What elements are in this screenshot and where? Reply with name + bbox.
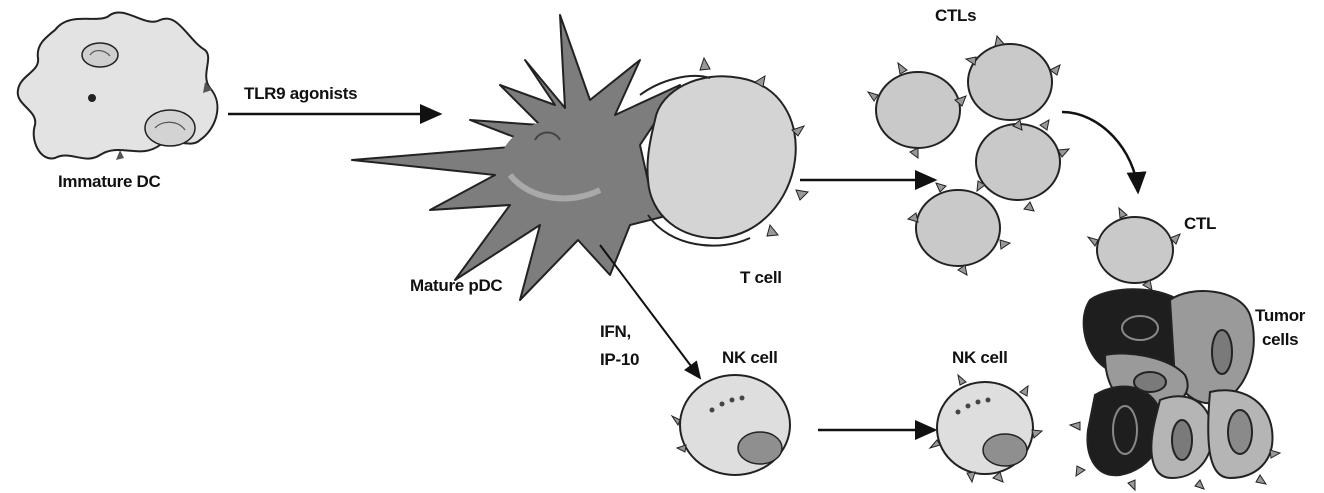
ip10-label: IP-10 [600,350,639,370]
cells-label: cells [1262,330,1298,350]
tumor-cells-cluster [1070,289,1280,490]
nk-cell-left [672,375,790,475]
nk-cell-right [930,375,1042,482]
ctls-to-ctl-arrow [1062,112,1138,192]
ctls-label: CTLs [935,6,976,26]
tumor-label: Tumor [1255,306,1305,326]
immature-dc-cell [18,12,218,160]
ctl-label: CTL [1184,214,1216,234]
ifn-label: IFN, [600,322,631,342]
immature-dc-label: Immature DC [58,172,161,192]
tlr-agonists-label: TLR9 agonists [244,84,357,104]
t-cell [640,58,808,246]
mature-pdc-cell [352,15,690,300]
mature-pdc-label: Mature pDC [410,276,502,296]
nk-cell-right-label: NK cell [952,348,1008,368]
ctls-cluster [868,36,1069,275]
t-cell-label: T cell [740,268,782,288]
ctl-cell [1088,208,1180,290]
nk-cell-left-label: NK cell [722,348,778,368]
